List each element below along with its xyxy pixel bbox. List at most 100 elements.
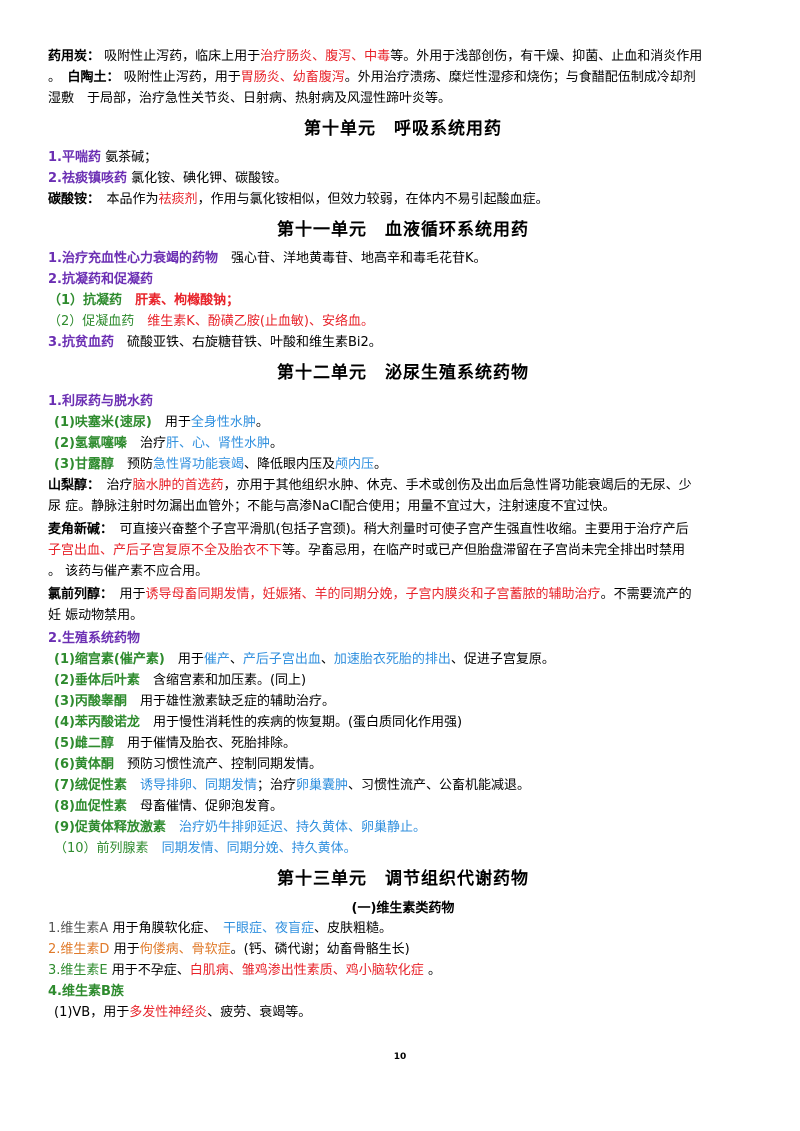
highlight: 治疗奶牛排卵延迟、持久黄体、卵巢静止。 [178, 820, 426, 835]
text: 湿敷 于局部，治疗急性关节炎、日射病、热射病及风湿性蹄叶炎等。 [48, 91, 452, 106]
text: 。外用治疗溃疡、糜烂性湿疹和烧伤；与食醋配伍制成冷却剂 [344, 70, 696, 85]
list-item: 2.抗凝药和促凝药 [48, 269, 758, 290]
term: 麦角新碱： [48, 522, 107, 537]
label: 3.维生素E [48, 963, 108, 978]
label: (2)垂体后叶素 [54, 673, 140, 688]
text: 等。外用于浅部创伤，有干燥、抑菌、止血和消炎作用 [390, 49, 703, 64]
text: 、疲劳、衰竭等。 [207, 1005, 312, 1020]
label: 1.利尿药与脱水药 [48, 394, 153, 409]
list-item: (4)苯丙酸诺龙 用于慢性消耗性的疾病的恢复期。(蛋白质同化作用强) [48, 712, 758, 733]
list-item: (7)绒促性素 诱导排卵、同期发情；治疗卵巢囊肿、习惯性流产、公畜机能减退。 [48, 775, 758, 796]
unit-10-heading: 第十单元 呼吸系统用药 [304, 119, 502, 139]
list-item: 1.平喘药 氨茶碱； [48, 147, 758, 168]
list-item: （10）前列腺素 同期发情、同期分娩、持久黄体。 [48, 838, 758, 859]
highlight: 加速胎衣死胎的排出 [333, 652, 451, 667]
highlight: 子宫出血、产后子宫复原不全及胎衣不下 [48, 543, 283, 558]
unit-12-heading: 第十二单元 泌尿生殖系统药物 [277, 363, 529, 383]
paragraph-adsorbents: 药用炭： 吸附性止泻药，临床上用于治疗肠炎、腹泻、中毒等。外用于浅部创伤，有干燥… [48, 46, 758, 109]
text: 、 [320, 652, 334, 667]
label: (1)VB [54, 1005, 91, 1020]
label: (1)缩宫素(催产素) [54, 652, 165, 667]
label: (5)雌二醇 [54, 736, 114, 751]
text: 。 [48, 70, 55, 85]
highlight: 胃肠炎、幼畜腹泻 [240, 70, 345, 85]
label: (2)氢氯噻嗪 [54, 436, 127, 451]
term-kaolin: 白陶土： [67, 70, 120, 85]
text: 预防习惯性流产、控制同期发情。 [126, 757, 322, 772]
highlight: 颅内压 [335, 457, 375, 472]
text: 用于催情及胎衣、死胎排除。 [126, 736, 296, 751]
list-item: 碳酸铵： 本品作为祛痰剂，作用与氯化铵相似，但效力较弱，在体内不易引起酸血症。 [48, 189, 758, 210]
text: 。 该药与催产素不应合用。 [48, 564, 209, 579]
paragraph-ergometrine: 麦角新碱： 可直接兴奋整个子宫平滑肌(包括子宫颈)。稍大剂量时可使子宫产生强直性… [48, 519, 758, 582]
label: (4)苯丙酸诺龙 [54, 715, 140, 730]
text: 。不需要流产的 [600, 587, 692, 602]
text: 。 [269, 436, 283, 451]
text: 用于慢性消耗性的疾病的恢复期。(蛋白质同化作用强) [152, 715, 463, 730]
highlight: 治疗肠炎、腹泻、中毒 [260, 49, 391, 64]
list-item: 4.维生素B族 [48, 981, 758, 1002]
paragraph-cloprostenol: 氯前列醇： 用于诱导母畜同期发情，妊娠猪、羊的同期分娩，子宫内膜炎和子宫蓄脓的辅… [48, 584, 758, 626]
label: (1)呋塞米(速尿) [54, 415, 152, 430]
list-item: (8)血促性素 母畜催情、促卵泡发育。 [48, 796, 758, 817]
highlight: 多发性神经炎 [129, 1005, 208, 1020]
text: 。 [427, 963, 441, 978]
unit-13-heading: 第十三单元 调节组织代谢药物 [277, 869, 529, 889]
label: 1.治疗充血性心力衰竭的药物 [48, 251, 218, 266]
highlight: 同期发情、同期分娩、持久黄体。 [161, 841, 357, 856]
highlight: 佝偻病、骨软症 [139, 942, 231, 957]
text: 。 [255, 415, 269, 430]
highlight: 肝素、枸橼酸钠； [135, 293, 240, 308]
term: 山梨醇： [48, 478, 94, 493]
label: （1）抗凝药 [48, 293, 123, 308]
text: 、皮肤粗糙。 [313, 921, 392, 936]
list-item: (1)缩宫素(催产素) 用于催产、产后子宫出血、加速胎衣死胎的排出、促进子宫复原… [48, 649, 758, 670]
highlight: 产后子宫出血 [242, 652, 321, 667]
text: 尿 症。静脉注射时勿漏出血管外；不能与高渗NaCl配合使用；用量不宜过大，注射速… [48, 499, 616, 514]
list-item: (2)垂体后叶素 含缩宫素和加压素。(同上) [48, 670, 758, 691]
text: 、降低眼内压及 [243, 457, 335, 472]
text: 吸附性止泻药，临床上用于 [104, 49, 261, 64]
text: 用于 [119, 587, 146, 602]
page-number: 10 [393, 1052, 407, 1062]
list-item: (2)氢氯噻嗪 治疗肝、心、肾性水肿。 [48, 433, 758, 454]
term-activated-charcoal: 药用炭： [48, 49, 101, 64]
list-item: (9)促黄体释放激素 治疗奶牛排卵延迟、持久黄体、卵巢静止。 [48, 817, 758, 838]
text: 用于 [103, 1005, 130, 1020]
label: (6)黄体酮 [54, 757, 114, 772]
unit-11-heading: 第十一单元 血液循环系统用药 [277, 220, 529, 240]
section-label: 1.利尿药与脱水药 [48, 391, 758, 412]
label: 2.抗凝药和促凝药 [48, 272, 153, 287]
label: 2.祛痰镇咳药 [48, 171, 127, 186]
text: 、习惯性流产、公畜机能减退。 [348, 778, 531, 793]
text: 治疗 [139, 436, 166, 451]
label: 2.生殖系统药物 [48, 631, 140, 646]
list-item: 1.维生素A 用于角膜软化症、 干眼症、夜盲症、皮肤粗糙。 [48, 918, 758, 939]
text: ，亦用于其他组织水肿、休克、手术或创伤及出血后急性肾功能衰竭后的无尿、少 [223, 478, 692, 493]
text: 等。孕畜忌用，在临产时或已产但胎盘滞留在子宫尚未完全排出时禁用 [282, 543, 686, 558]
subsection-heading: (一)维生素类药物 [351, 901, 455, 916]
text: 用于不孕症、 [111, 963, 190, 978]
label: （10）前列腺素 [54, 841, 149, 856]
text: 强心苷、洋地黄毒苷、地高辛和毒毛花苷K。 [231, 251, 487, 266]
list-item: 1.治疗充血性心力衰竭的药物 强心苷、洋地黄毒苷、地高辛和毒毛花苷K。 [48, 248, 758, 269]
list-item: （1）抗凝药 肝素、枸橼酸钠； [48, 290, 758, 311]
label: (3)甘露醇 [54, 457, 114, 472]
label: (3)丙酸睾酮 [54, 694, 127, 709]
highlight: 卵巢囊肿 [295, 778, 348, 793]
label: 3.抗贫血药 [48, 335, 114, 350]
list-item: 2.祛痰镇咳药 氯化铵、碘化钾、碳酸铵。 [48, 168, 758, 189]
section-label: 2.生殖系统药物 [48, 628, 758, 649]
text: 可直接兴奋整个子宫平滑肌(包括子宫颈)。稍大剂量时可使子宫产生强直性收缩。主要用… [119, 522, 689, 537]
text: 妊 娠动物禁用。 [48, 608, 144, 623]
highlight: 白肌病、雏鸡渗出性素质、鸡小脑软化症 [189, 963, 424, 978]
highlight: 全身性水肿 [190, 415, 256, 430]
highlight: 肝、心、肾性水肿 [165, 436, 270, 451]
highlight: 脑水肿的首选药 [132, 478, 224, 493]
list-item: 3.维生素E 用于不孕症、白肌病、雏鸡渗出性素质、鸡小脑软化症 。 [48, 960, 758, 981]
text: 治疗 [106, 478, 133, 493]
highlight: 催产 [203, 652, 230, 667]
list-item: (1)呋塞米(速尿) 用于全身性水肿。 [48, 412, 758, 433]
highlight: 诱导母畜同期发情，妊娠猪、羊的同期分娩，子宫内膜炎和子宫蓄脓的辅助治疗 [145, 587, 601, 602]
highlight: 干眼症、夜盲症 [222, 921, 314, 936]
